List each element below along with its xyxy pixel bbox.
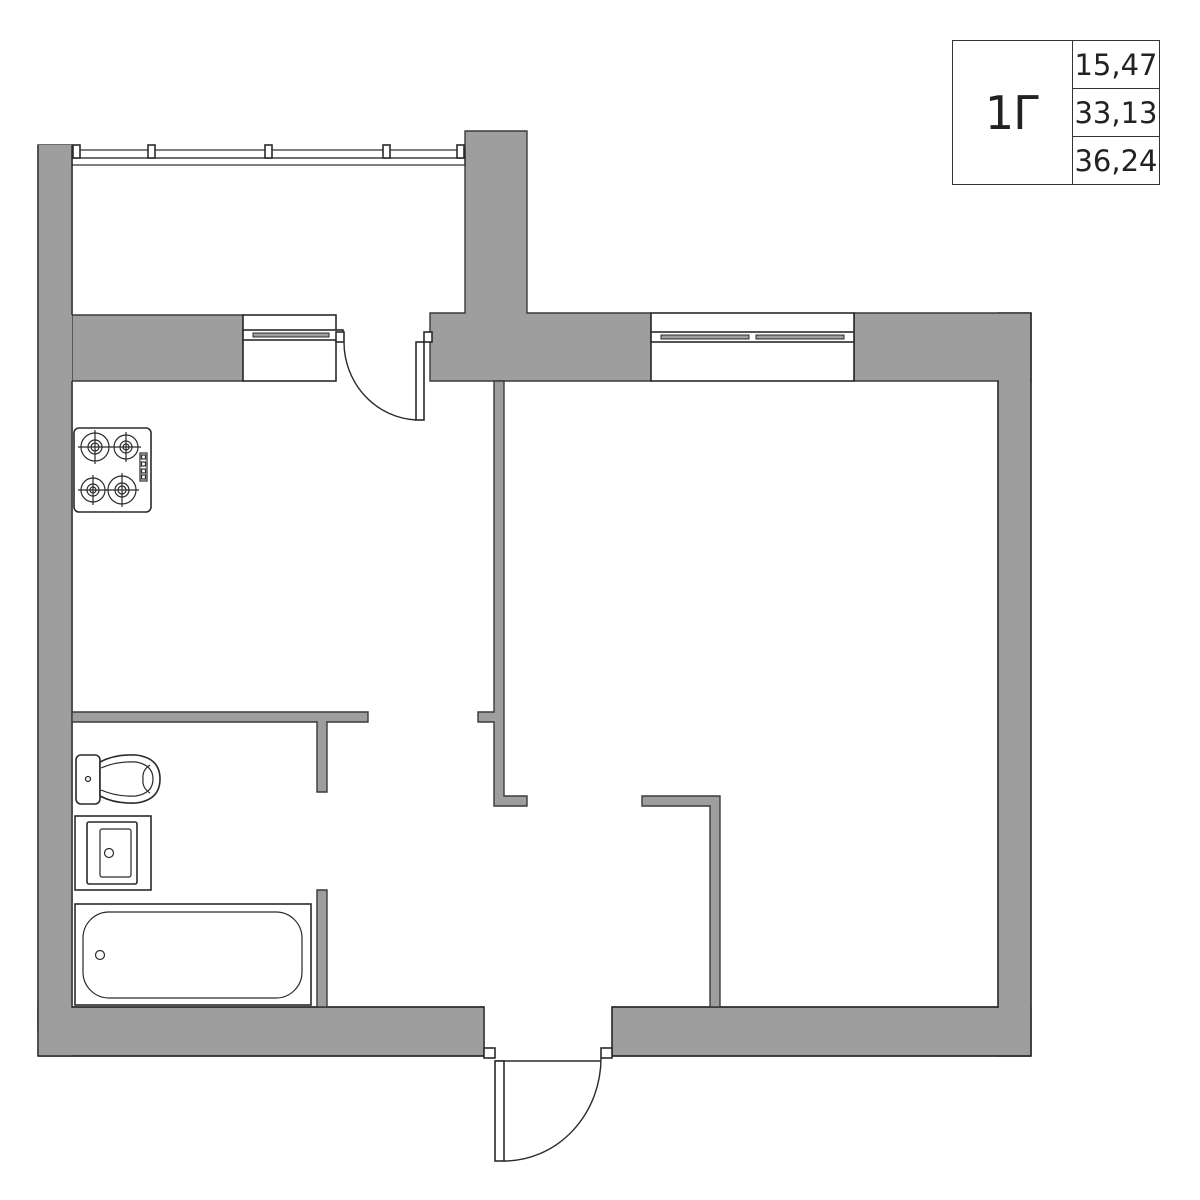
balcony-window [71, 144, 466, 166]
bathtub-icon [74, 903, 312, 1006]
sink-icon [74, 815, 152, 891]
toilet-icon [75, 754, 161, 805]
kitchen-window [242, 314, 344, 382]
wall-balcony-right [429, 130, 652, 382]
room-window [650, 312, 855, 382]
wall-kitchen-top-left [71, 314, 244, 382]
area-values: 15,47 33,13 36,24 [1073, 41, 1159, 184]
wall-kitchen-room [477, 380, 528, 807]
balcony-door [335, 331, 433, 421]
stove-icon [73, 427, 152, 513]
wall-bathroom-right [316, 889, 328, 1008]
interior-walls [71, 380, 721, 1008]
wall-room-hall [641, 795, 721, 1008]
apartment-info-table: 1Г 15,47 33,13 36,24 [952, 40, 1160, 185]
living-area-value: 15,47 [1074, 47, 1158, 82]
entrance-door [483, 1047, 613, 1162]
outer-walls [37, 130, 1032, 1057]
area-without-balcony-value: 33,13 [1073, 88, 1159, 136]
total-area-value: 36,24 [1073, 136, 1159, 184]
apartment-type-label: 1Г [953, 41, 1073, 184]
wall-bathroom-top [71, 711, 369, 793]
